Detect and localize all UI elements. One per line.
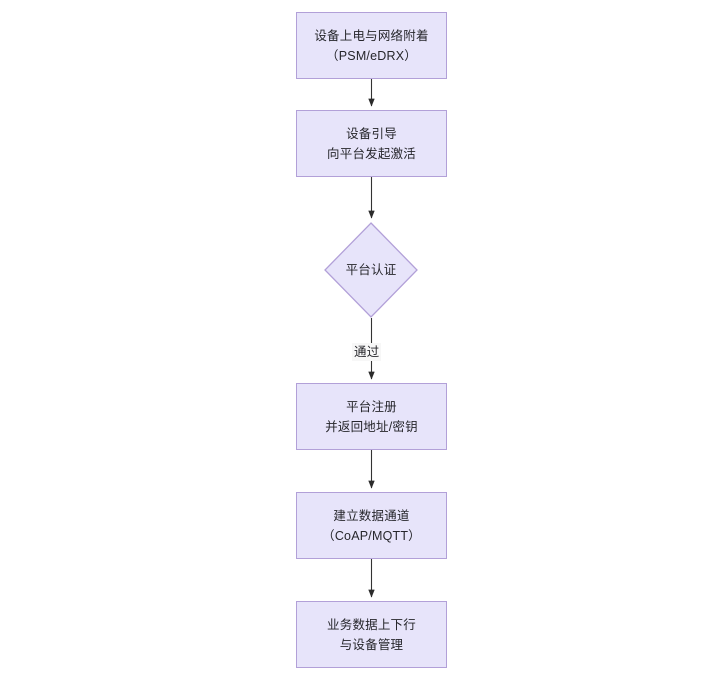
flow-node-business-data[interactable]: 业务数据上下行 与设备管理 (296, 601, 447, 668)
flow-node-label: 平台注册 并返回地址/密钥 (325, 399, 418, 434)
flow-node-label: 设备上电与网络附着 （PSM/eDRX） (314, 28, 429, 63)
flow-node-label: 建立数据通道 （CoAP/MQTT） (322, 508, 421, 543)
flow-node-label: 平台认证 (345, 263, 397, 277)
flow-node-data-channel[interactable]: 建立数据通道 （CoAP/MQTT） (296, 492, 447, 559)
flow-node-device-power-on[interactable]: 设备上电与网络附着 （PSM/eDRX） (296, 12, 447, 79)
flow-node-label: 业务数据上下行 与设备管理 (327, 617, 416, 652)
diamond-shape (324, 222, 418, 318)
flow-node-device-bootstrap[interactable]: 设备引导 向平台发起激活 (296, 110, 447, 177)
flow-node-label: 设备引导 向平台发起激活 (327, 126, 416, 161)
edge-label-pass: 通过 (352, 343, 382, 361)
flow-node-platform-authentication[interactable]: 平台认证 (324, 222, 418, 318)
flow-node-platform-registration[interactable]: 平台注册 并返回地址/密钥 (296, 383, 447, 450)
